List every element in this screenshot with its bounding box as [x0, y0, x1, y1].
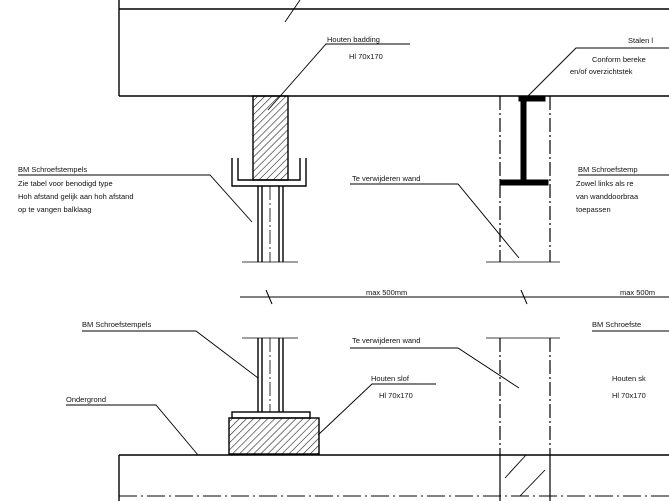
label-ondergrond: Ondergrond — [66, 395, 106, 404]
prop-head-bracket — [231, 158, 307, 187]
label-line3: Hoh afstand gelijk aan hoh afstand — [18, 192, 134, 201]
label-stalen-ligger-line1: Stalen l — [628, 36, 653, 45]
label-line2: Zowel links als re — [576, 179, 634, 188]
label-houten-slof-right: Houten sk Hl 70x170 — [612, 374, 646, 400]
prop-bottom-left — [242, 337, 298, 412]
steel-i-beam — [499, 95, 549, 186]
label-houten-badding-line1: Houten badding — [327, 35, 380, 44]
label-line1: Houten sk — [612, 374, 646, 383]
label-bm-schroefstempels-top-left: BM Schroefstempels Zie tabel voor benodi… — [18, 165, 134, 214]
label-line3: van wanddoorbraa — [576, 192, 639, 201]
label-max-500mm-right: max 500m — [620, 288, 655, 297]
upper-beam — [118, 0, 669, 97]
label-stalen-ligger: Stalen l Conform bereke en/of overzichts… — [570, 36, 653, 76]
label-line4: toepassen — [576, 205, 611, 214]
leader-lines — [18, 43, 669, 456]
label-te-verwijderen-wand-top: Te verwijderen wand — [352, 174, 420, 183]
label-bm-schroefstempels-top-right: BM Schroefstemp Zowel links als re van w… — [576, 165, 639, 214]
label-houten-badding: Houten badding Hl 70x170 — [327, 35, 383, 61]
timber-packing — [252, 95, 289, 181]
label-line1: BM Schroefstempels — [18, 165, 87, 174]
label-line2: Zie tabel voor benodigd type — [18, 179, 113, 188]
label-bm-schroefstempels-bottom-left: BM Schroefstempels — [82, 320, 151, 329]
ground-floor — [118, 454, 669, 501]
label-houten-slof-left: Houten slof Hl 70x170 — [371, 374, 413, 400]
label-bm-schroefstempels-bottom-right: BM Schroefste — [592, 320, 641, 329]
wall-to-remove-bottom — [486, 337, 560, 455]
label-line2: Hl 70x170 — [379, 391, 413, 400]
dimension-line — [240, 289, 669, 305]
prop-top-left — [242, 186, 298, 263]
label-line1: BM Schroefstemp — [578, 165, 638, 174]
label-line2: Hl 70x170 — [612, 391, 646, 400]
label-stalen-ligger-line2: Conform bereke — [592, 55, 646, 64]
label-line1: Houten slof — [371, 374, 410, 383]
label-max-500mm: max 500mm — [366, 288, 407, 297]
prop-foot-plate — [231, 411, 311, 419]
label-line4: op te vangen balklaag — [18, 205, 91, 214]
label-te-verwijderen-wand-bottom: Te verwijderen wand — [352, 336, 420, 345]
label-houten-badding-line2: Hl 70x170 — [349, 52, 383, 61]
label-stalen-ligger-line3: en/of overzichtstek — [570, 67, 633, 76]
timber-sole-plate — [228, 417, 320, 455]
